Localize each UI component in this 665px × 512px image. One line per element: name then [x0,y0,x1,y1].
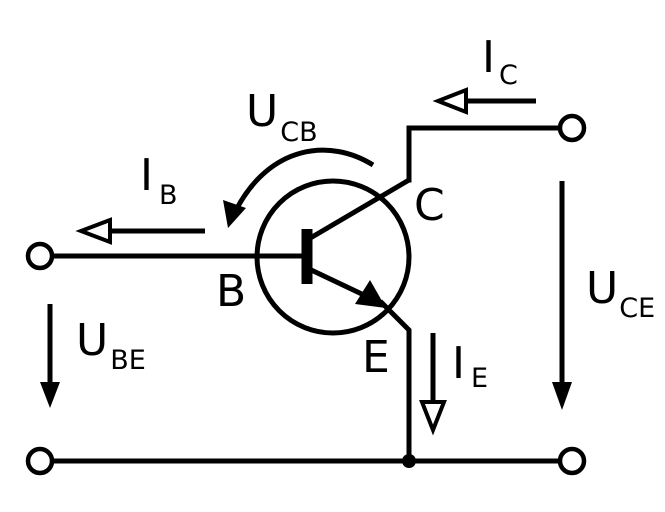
ground-left-terminal [25,446,55,476]
junction-dot [402,454,416,468]
emitter-lead [305,265,368,299]
ucb-label-sub: CB [280,117,317,148]
ground-right-terminal [557,446,587,476]
base-terminal [25,241,55,271]
ic-label-main: I [482,32,495,83]
emitter-wire [378,299,412,464]
ucb-curved-arrow-head [223,200,246,228]
emitter-current-arrow-head [419,400,447,436]
uce-label-main: U [586,263,618,314]
ib-label-sub: B [159,180,178,211]
transistor-body-circle [254,178,412,336]
collector-terminal [557,113,587,143]
collector-label: C [414,180,445,231]
ube-label-main: U [76,315,108,366]
base-current-arrow-head [75,217,112,245]
ucb-label: UCB [246,86,318,148]
ib-label-main: I [140,150,153,201]
ube-arrow-head [40,382,60,408]
base-label: B [216,266,246,317]
ube-label-sub: BE [110,345,146,376]
ic-label-sub: C [499,60,518,91]
ucb-curved-arrow-path [233,147,375,212]
ube-label: UBE [76,315,146,376]
ie-label-main: I [452,338,465,389]
emitter-arrowhead [355,280,386,308]
uce-label-sub: CE [619,293,655,324]
collector-wire [406,125,569,183]
uce-arrow-head [552,382,572,410]
uce-label: UCE [586,263,655,324]
ucb-label-main: U [246,86,278,137]
collector-lead [305,177,411,243]
collector-current-arrow-head [432,87,468,115]
ie-label-sub: E [471,363,488,394]
emitter-label: E [362,332,390,383]
